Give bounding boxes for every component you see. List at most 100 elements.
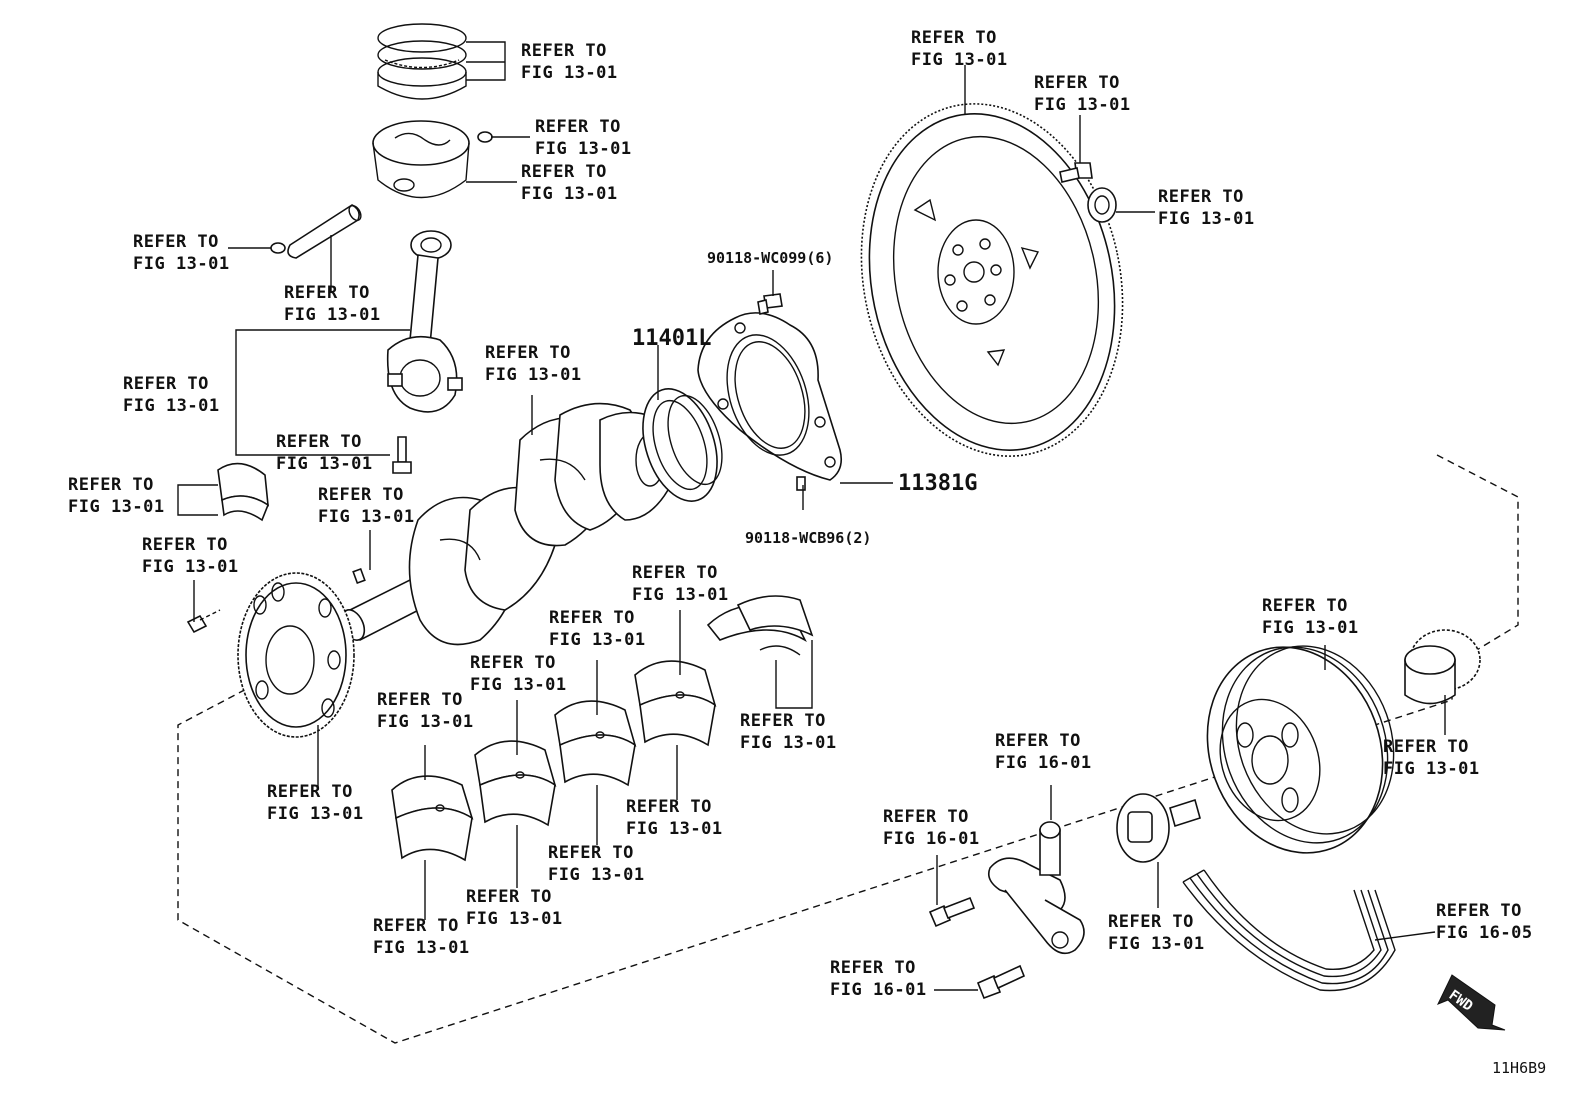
ref-brg4-l2: FIG 13-01	[632, 585, 729, 605]
retainer-bolt-illustration	[757, 293, 783, 315]
ref-lower3-l1: REFER TO	[548, 843, 634, 863]
ref-crank-l2: FIG 13-01	[485, 365, 582, 385]
crank-pulley-illustration	[1206, 645, 1395, 854]
ref-brg3-l2: FIG 13-01	[549, 630, 646, 650]
crankshaft-illustration	[340, 402, 674, 646]
ref-tensioner-l2: FIG 16-01	[995, 753, 1092, 773]
ref-pulleybolt-l1: REFER TO	[1108, 912, 1194, 932]
flywheel-bolt-illustration	[1059, 162, 1093, 183]
piston-rings-illustration	[377, 23, 467, 100]
rod-bolt-illustration	[392, 436, 412, 474]
main-bearing-4	[634, 660, 717, 747]
ref-flybolt-l2: FIG 13-01	[1034, 95, 1131, 115]
ref-key-l2: FIG 13-01	[318, 507, 415, 527]
ref-pulleybolt-l2: FIG 13-01	[1108, 934, 1205, 954]
tensioner-bolt-2	[976, 964, 1026, 1000]
ref-rings-l2: FIG 13-01	[521, 63, 618, 83]
ref-tbolt2-l1: REFER TO	[830, 958, 916, 978]
piston-illustration	[372, 120, 493, 199]
ref-brg1-l1: REFER TO	[377, 690, 463, 710]
pulley-bolt-illustration	[1116, 793, 1201, 863]
ref-belt-l2: FIG 16-05	[1436, 923, 1533, 943]
oil-seal-illustration	[642, 388, 723, 502]
ref-sprocket-l2: FIG 13-01	[1383, 759, 1480, 779]
ref-rotor-l2: FIG 13-01	[267, 804, 364, 824]
part-number-pin: 90118-WCB96(2)	[745, 529, 871, 547]
ref-lower1-l2: FIG 13-01	[373, 938, 470, 958]
ref-clip-l2: FIG 13-01	[535, 139, 632, 159]
ref-clip-l1: REFER TO	[535, 117, 621, 137]
part-number-retainer: 11381G	[898, 471, 977, 496]
ref-brg2-l2: FIG 13-01	[470, 675, 567, 695]
ref-lower2-l1: REFER TO	[466, 887, 552, 907]
ref-piston-l2: FIG 13-01	[521, 184, 618, 204]
ref-brg3-l1: REFER TO	[549, 608, 635, 628]
ref-rotorbolt-l2: FIG 13-01	[142, 557, 239, 577]
ref-rod-l1: REFER TO	[123, 374, 209, 394]
ref-lower3-l2: FIG 13-01	[548, 865, 645, 885]
ref-thrust-l2: FIG 13-01	[740, 733, 837, 753]
ref-pilot-l2: FIG 13-01	[1158, 209, 1255, 229]
ref-rings-l1: REFER TO	[521, 41, 607, 61]
rotor-bolt-illustration	[186, 609, 221, 634]
ref-rotor-l1: REFER TO	[267, 782, 353, 802]
ref-crank-l1: REFER TO	[485, 343, 571, 363]
ref-rod-l2: FIG 13-01	[123, 396, 220, 416]
v-belt-illustration	[1182, 869, 1396, 992]
ref-rodbolt-l2: FIG 13-01	[276, 454, 373, 474]
crank-sprocket-illustration	[1404, 629, 1481, 705]
ref-rodbolt-l1: REFER TO	[276, 432, 362, 452]
part-number-bolt: 90118-WC099(6)	[707, 249, 833, 267]
ref-snapring-l2: FIG 13-01	[133, 254, 230, 274]
ref-brg4-l1: REFER TO	[632, 563, 718, 583]
ref-brg1-l2: FIG 13-01	[377, 712, 474, 732]
diagram-code: 11H6B9	[1492, 1059, 1546, 1077]
ref-flybolt-l1: REFER TO	[1034, 73, 1120, 93]
leader-lines	[177, 41, 1446, 991]
ref-tbolt2-l2: FIG 16-01	[830, 980, 927, 1000]
ref-lower4-l1: REFER TO	[626, 797, 712, 817]
thrust-washer	[706, 595, 814, 656]
seal-retainer-illustration	[697, 312, 843, 481]
ref-pin-l2: FIG 13-01	[284, 305, 381, 325]
part-number-seal: 11401L	[632, 326, 711, 351]
ref-snapring-l1: REFER TO	[133, 232, 219, 252]
ref-rotorbolt-l1: REFER TO	[142, 535, 228, 555]
ref-tensioner-l1: REFER TO	[995, 731, 1081, 751]
pilot-bearing-illustration	[1087, 187, 1117, 223]
piston-pin-illustration	[270, 204, 362, 259]
main-bearing-2	[474, 740, 557, 827]
fwd-arrow-icon: FWD	[1436, 974, 1506, 1031]
rod-bearing-illustration	[217, 462, 269, 522]
part-number-labels: 90118-WC099(6) 11401L 11381G 90118-WCB96…	[632, 249, 977, 547]
ref-rodbearing-l1: REFER TO	[68, 475, 154, 495]
ref-piston-l1: REFER TO	[521, 162, 607, 182]
ref-pin-l1: REFER TO	[284, 283, 370, 303]
ref-thrust-l1: REFER TO	[740, 711, 826, 731]
